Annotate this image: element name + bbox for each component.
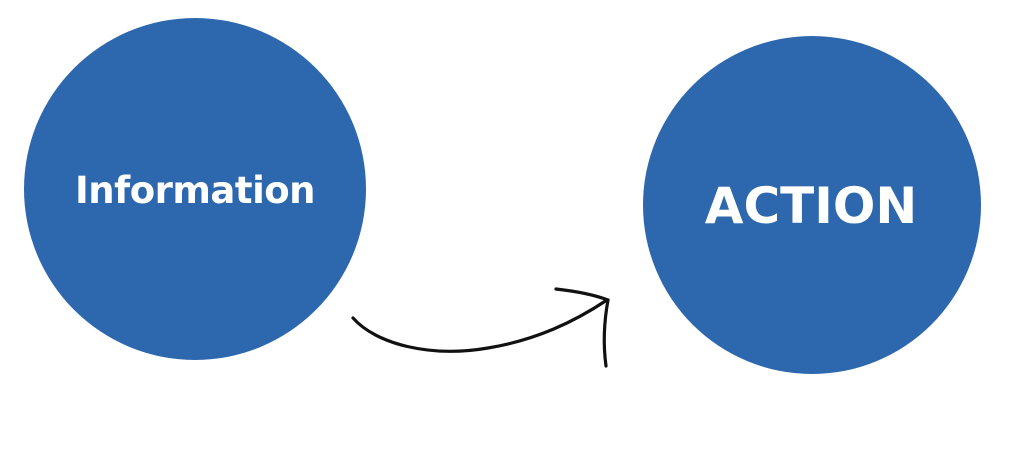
arrow-head-bottom <box>602 298 610 368</box>
information-node: Information <box>24 18 366 360</box>
action-node: ACTION <box>643 36 981 374</box>
arrow-head-top <box>554 287 610 302</box>
arrow-shaft <box>351 298 609 353</box>
action-node-label: ACTION <box>704 177 918 235</box>
information-node-label: Information <box>74 168 316 212</box>
